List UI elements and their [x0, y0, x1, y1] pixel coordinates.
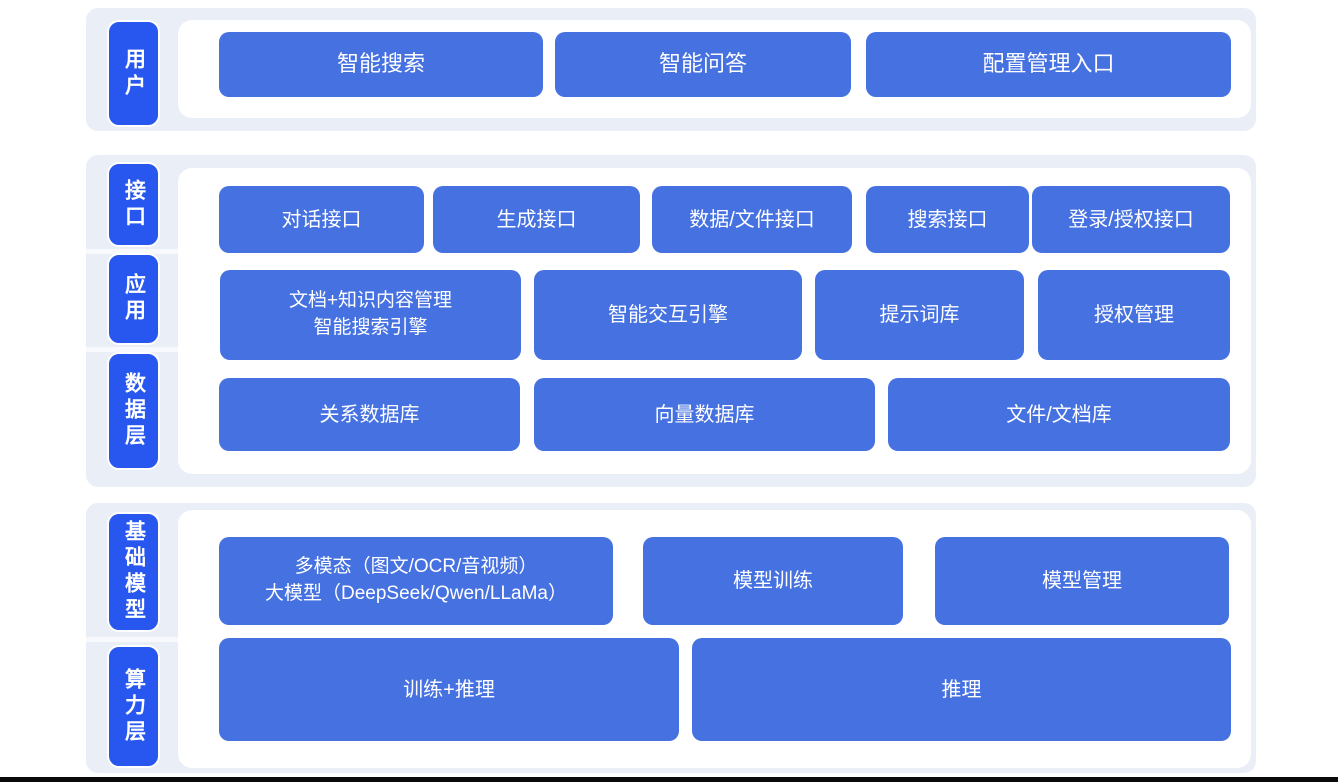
- model-compute-divider: [86, 637, 178, 642]
- bottom-border-line: [0, 777, 1338, 782]
- smart-search-box: 智能搜索: [219, 32, 543, 97]
- doc-knowledge-search-engine-box: 文档+知识内容管理 智能搜索引擎: [220, 270, 521, 360]
- foundation-model-tab: 基础模型: [107, 512, 160, 632]
- dialog-api-box: 对话接口: [219, 186, 424, 253]
- interface-application-divider: [86, 249, 178, 254]
- model-management-box: 模型管理: [935, 537, 1229, 625]
- data-layer-tab: 数据层: [107, 352, 160, 470]
- model-training-box: 模型训练: [643, 537, 903, 625]
- smart-qa-box: 智能问答: [555, 32, 851, 97]
- interface-layer-tab: 接口: [107, 162, 160, 247]
- config-entry-box: 配置管理入口: [866, 32, 1231, 97]
- data-file-api-box: 数据/文件接口: [652, 186, 852, 253]
- inference-box: 推理: [692, 638, 1231, 741]
- training-inference-box: 训练+推理: [219, 638, 679, 741]
- file-doc-store-box: 文件/文档库: [888, 378, 1230, 451]
- compute-layer-tab: 算力层: [107, 645, 160, 768]
- search-api-box: 搜索接口: [866, 186, 1029, 253]
- interaction-engine-box: 智能交互引擎: [534, 270, 802, 360]
- login-auth-api-box: 登录/授权接口: [1032, 186, 1230, 253]
- multimodal-llm-box: 多模态（图文/OCR/音视频） 大模型（DeepSeek/Qwen/LLaMa）: [219, 537, 613, 625]
- application-layer-tab: 应用: [107, 253, 160, 345]
- application-data-divider: [86, 347, 178, 352]
- vector-db-box: 向量数据库: [534, 378, 875, 451]
- relational-db-box: 关系数据库: [219, 378, 520, 451]
- prompt-library-box: 提示词库: [815, 270, 1024, 360]
- auth-management-box: 授权管理: [1038, 270, 1230, 360]
- generation-api-box: 生成接口: [433, 186, 640, 253]
- user-layer-tab: 用户: [107, 20, 160, 127]
